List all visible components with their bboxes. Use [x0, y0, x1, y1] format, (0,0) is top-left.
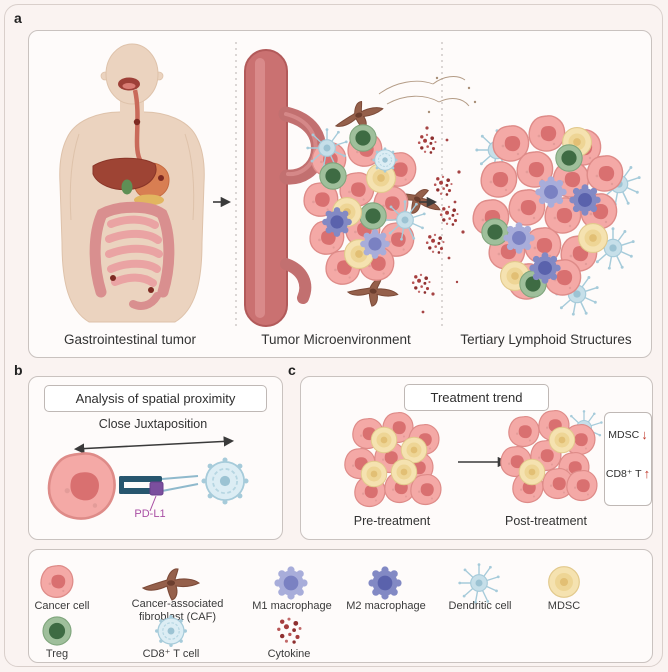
trend-row-cd8: CD8⁺ T↑	[605, 466, 651, 481]
post-treatment-label: Post-treatment	[505, 514, 587, 528]
tme-cell-cluster	[303, 96, 446, 311]
panel-a-illustration	[59, 42, 641, 330]
double-arrow	[73, 436, 235, 454]
trend-row-mdsc: MDSC↓	[605, 427, 651, 442]
cd8-t-cell-icon	[154, 614, 188, 648]
pd-l1-label: PD-L1	[134, 508, 166, 520]
trend-mdsc-label: MDSC	[608, 428, 640, 441]
spatial-proximity-illustration	[47, 436, 250, 520]
blood-vessel	[244, 49, 326, 327]
m2-macrophage-icon	[368, 566, 402, 600]
panel-c-label: c	[288, 362, 296, 378]
legend-label-cancer-cell: Cancer cell	[34, 600, 90, 612]
panel-b-label: b	[14, 362, 23, 378]
treatment-trend-illustration	[344, 409, 603, 508]
cancer-cell-icon	[40, 565, 74, 598]
m1-macrophage-icon	[274, 566, 308, 600]
tls-cell-cluster	[472, 115, 641, 316]
mdsc-icon	[548, 566, 580, 598]
caf-icon	[142, 568, 200, 601]
figure-border	[4, 4, 663, 667]
trend-cd8-arrow: ↑	[643, 466, 651, 481]
caption-tumor-microenvironment: Tumor Microenvironment	[261, 332, 411, 347]
treg-icon	[42, 616, 72, 646]
panel-c-title: Treatment trend	[404, 384, 549, 411]
caption-tertiary-lymphoid-structures: Tertiary Lymphoid Structures	[460, 332, 632, 347]
close-juxtaposition-label: Close Juxtaposition	[98, 417, 208, 431]
legend-label-cd8: CD8⁺ T cell	[142, 648, 200, 660]
dendritic-cell-icon	[458, 562, 500, 604]
pre-treatment-label: Pre-treatment	[353, 514, 431, 528]
liver	[92, 157, 157, 191]
trend-cd8-label: CD8⁺ T	[605, 467, 642, 480]
panel-b-title: Analysis of spatial proximity	[44, 385, 267, 412]
legend-label-dendritic: Dendritic cell	[448, 600, 512, 612]
panel-a-label: a	[14, 10, 22, 26]
cytokine-icon	[277, 617, 302, 644]
caption-gastrointestinal-tumor: Gastrointestinal tumor	[63, 332, 197, 347]
post-treatment-cluster	[500, 409, 603, 504]
legend-label-treg: Treg	[45, 648, 69, 660]
legend-label-m1: M1 macrophage	[252, 600, 332, 612]
trend-mdsc-arrow: ↓	[641, 427, 648, 442]
pre-treatment-cluster	[344, 411, 442, 508]
legend-label-m2: M2 macrophage	[346, 600, 426, 612]
legend-label-cytokine: Cytokine	[267, 648, 311, 660]
cytokine-field	[411, 126, 465, 314]
cancer-cell	[47, 452, 116, 520]
legend-label-caf: Cancer-associated fibroblast (CAF)	[131, 598, 224, 623]
legend-label-mdsc: MDSC	[547, 600, 581, 612]
human-body-illustration	[59, 43, 205, 323]
cd8-t-cell	[200, 456, 250, 506]
tumor-lesions	[110, 118, 164, 293]
pd-l1-receptor	[119, 475, 199, 512]
large-intestine	[89, 201, 175, 298]
small-intestine	[105, 215, 163, 287]
stromal-fibers	[378, 76, 470, 107]
legend-box	[28, 549, 653, 663]
gallbladder	[121, 179, 133, 195]
trend-summary-box: MDSC↓ CD8⁺ T↑	[604, 412, 652, 506]
